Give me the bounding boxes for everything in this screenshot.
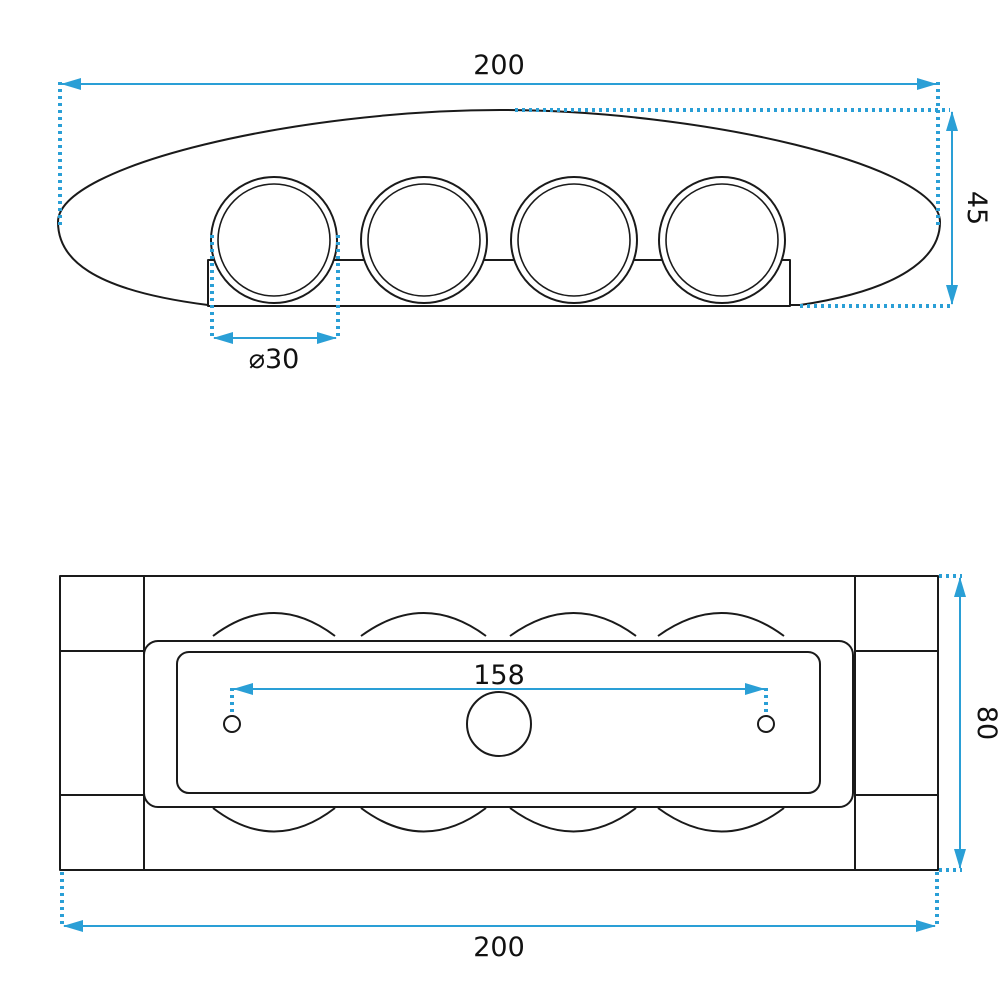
screw-hole-left	[223, 715, 241, 733]
screw-hole-right	[757, 715, 775, 733]
bottom-height-label: 80	[971, 706, 1000, 740]
bottom-width-dimension: 200	[60, 872, 939, 963]
lens-ring	[658, 176, 786, 304]
hole-spacing-label: 158	[473, 660, 525, 691]
side-width-dimension: 200	[58, 50, 940, 225]
lens-ring	[210, 176, 338, 304]
lens-lobes-top	[212, 612, 785, 637]
lens-diameter-label: ⌀30	[249, 344, 300, 375]
lens-ring	[360, 176, 488, 304]
mounting-plate	[143, 640, 854, 808]
hole-spacing-dimension: 158	[230, 660, 768, 716]
side-housing-outline	[57, 109, 941, 306]
side-width-label: 200	[473, 50, 525, 81]
bottom-height-dimension: 80	[939, 574, 1000, 872]
bottom-housing-outline	[59, 575, 939, 871]
lens-lobes-bottom	[212, 807, 785, 833]
side-view: 200 45 ⌀30	[57, 50, 992, 375]
side-height-dimension: 45	[515, 108, 992, 308]
bottom-width-label: 200	[473, 932, 525, 963]
mounting-plate-inner	[176, 651, 821, 794]
lens-ring	[510, 176, 638, 304]
bottom-view: 158 200 80	[59, 574, 1000, 963]
lens-diameter-dimension: ⌀30	[210, 235, 340, 375]
side-height-label: 45	[961, 191, 992, 225]
